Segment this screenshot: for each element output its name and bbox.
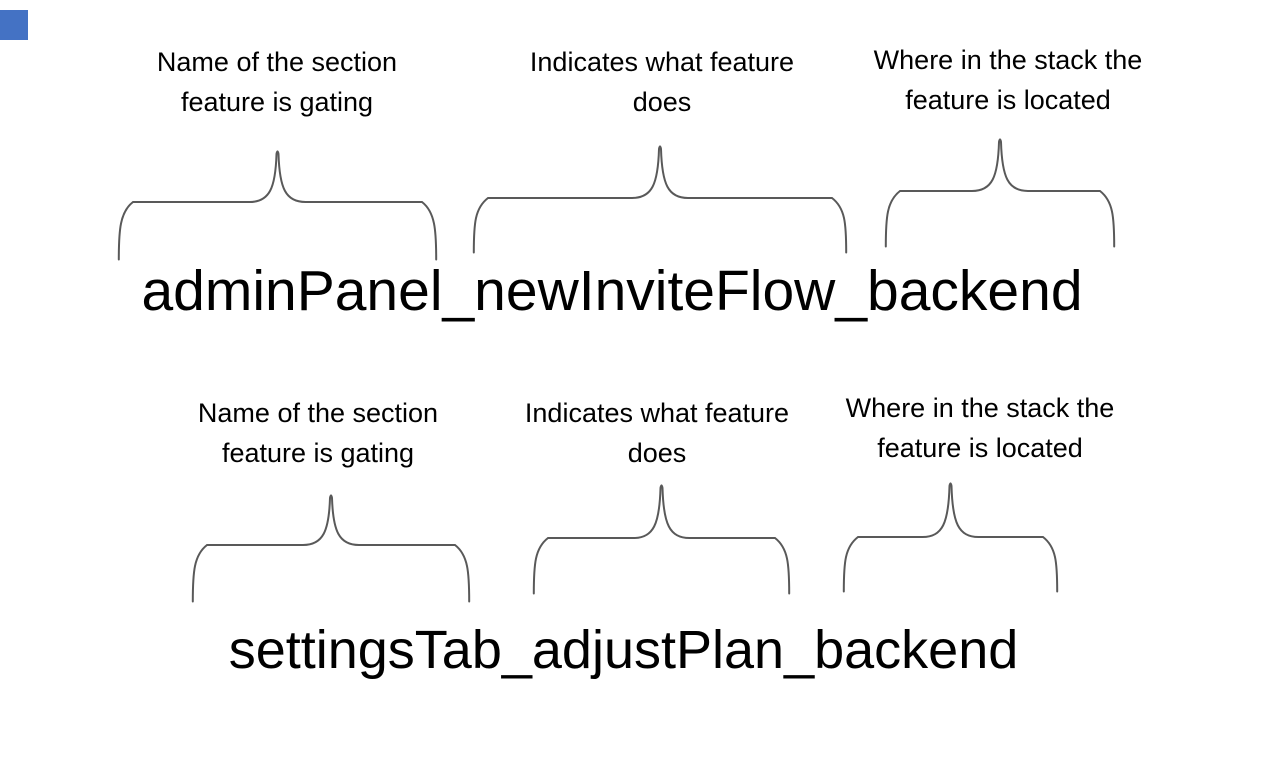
label-stack-1: Where in the stack the feature is locate… <box>828 40 1188 120</box>
curly-brace-section-2 <box>191 492 471 603</box>
label-line: does <box>627 438 687 468</box>
curly-brace-stack-2 <box>842 480 1059 593</box>
label-section-2: Name of the section feature is gating <box>138 393 498 473</box>
label-line: Name of the section <box>197 398 439 428</box>
label-line: Indicates what feature <box>524 398 790 428</box>
label-stack-2: Where in the stack the feature is locate… <box>800 388 1160 468</box>
label-feature-2: Indicates what feature does <box>477 393 837 473</box>
label-line: Where in the stack the <box>845 393 1115 423</box>
label-line: does <box>632 87 692 117</box>
label-feature-1: Indicates what feature does <box>482 42 842 122</box>
label-line: Name of the section <box>156 47 398 77</box>
label-line: Indicates what feature <box>529 47 795 77</box>
label-line: feature is located <box>877 433 1083 463</box>
curly-brace-stack-1 <box>884 136 1116 248</box>
label-section-1: Name of the section feature is gating <box>97 42 457 122</box>
curly-brace-feature-1 <box>472 143 848 254</box>
curly-brace-feature-2 <box>532 482 791 595</box>
flag-name-1: adminPanel_newInviteFlow_backend <box>141 259 1083 323</box>
label-line: feature is gating <box>221 438 415 468</box>
flag-name-2: settingsTab_adjustPlan_backend <box>228 620 1019 680</box>
label-line: Where in the stack the <box>873 45 1143 75</box>
curly-brace-section-1 <box>117 148 438 261</box>
label-line: feature is located <box>905 85 1111 115</box>
label-line: feature is gating <box>180 87 374 117</box>
blue-corner-square <box>0 10 28 40</box>
